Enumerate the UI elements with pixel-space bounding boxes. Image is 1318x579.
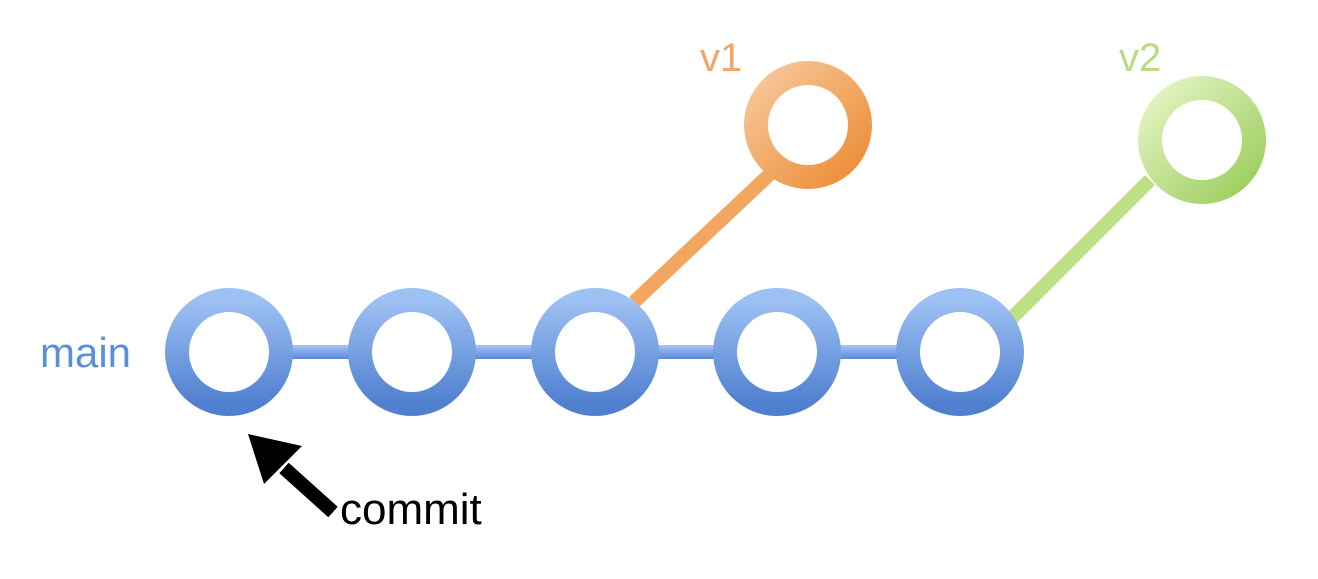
main-edge — [290, 345, 360, 359]
v2-commit — [1138, 76, 1266, 204]
commit-label: commit — [340, 485, 482, 534]
main-commit-1 — [165, 288, 293, 416]
commit-pointer-arrow — [248, 434, 338, 518]
main-commit-4 — [713, 288, 841, 416]
main-commit-3 — [531, 288, 659, 416]
main-edge — [840, 345, 902, 359]
main-commit-2 — [348, 288, 476, 416]
v1-branch-label: v1 — [700, 36, 743, 80]
main-edge — [472, 345, 534, 359]
v1-commit — [744, 61, 872, 189]
v2-edge — [1007, 175, 1155, 323]
main-edge — [658, 345, 720, 359]
v1-edge — [629, 168, 775, 308]
main-commit-5 — [896, 288, 1024, 416]
main-branch-label: main — [40, 329, 132, 376]
v2-branch-label: v2 — [1119, 36, 1162, 80]
